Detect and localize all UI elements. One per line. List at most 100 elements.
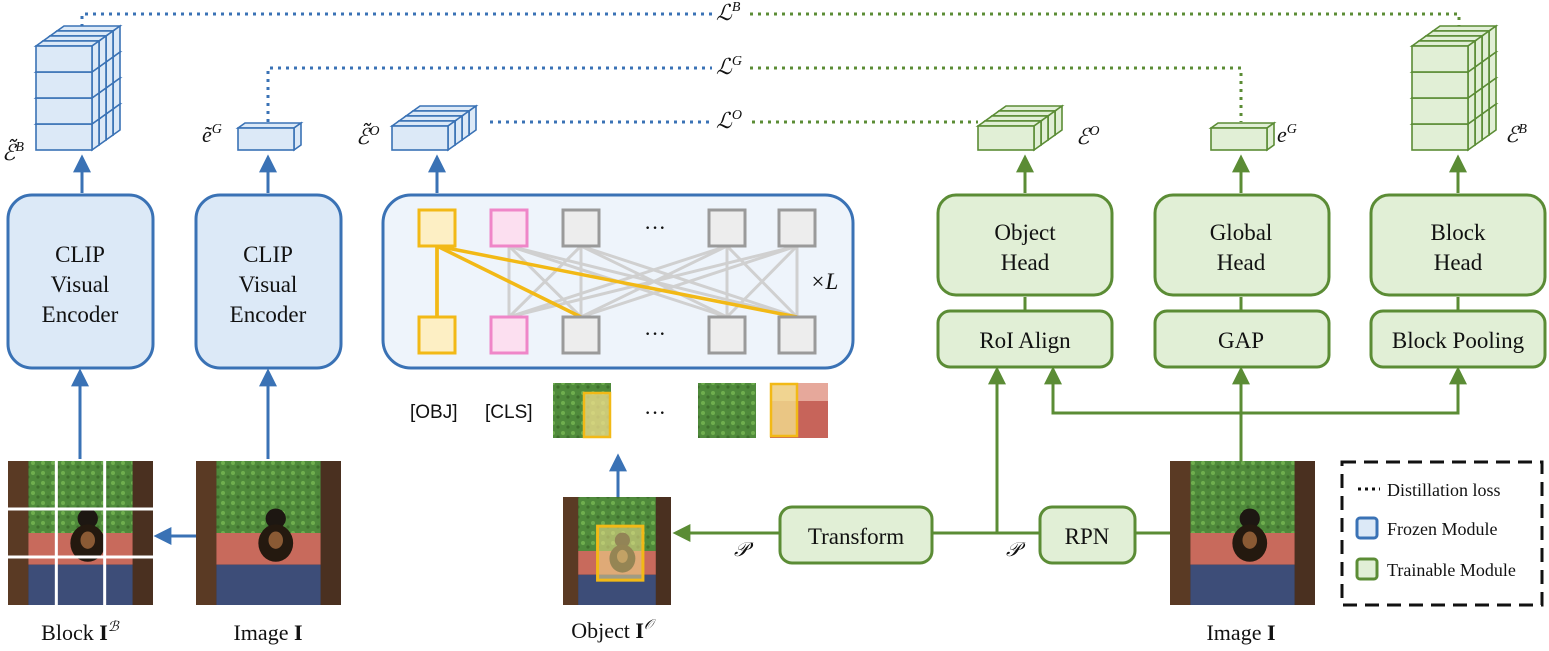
gap-module: GAP bbox=[1153, 309, 1331, 369]
token-box bbox=[489, 208, 529, 248]
roi-align-module: RoI Align bbox=[936, 309, 1114, 369]
legend: Distillation loss Frozen Module Trainabl… bbox=[1340, 460, 1544, 607]
patch-n-minus-1 bbox=[698, 383, 756, 438]
obj-attention-link bbox=[436, 244, 582, 319]
block-head: Block Head bbox=[1369, 193, 1547, 297]
token-box bbox=[417, 208, 457, 248]
clip-object-embedding-stack bbox=[389, 104, 479, 152]
rpn-module: RPN bbox=[1038, 505, 1137, 565]
clip-visual-encoder-block: CLIP Visual Encoder bbox=[6, 193, 155, 370]
det-global-embedding bbox=[1208, 121, 1277, 152]
clip-global-embedding bbox=[235, 121, 304, 152]
clip-block-embedding-stack bbox=[33, 24, 123, 152]
attention-link bbox=[580, 244, 798, 319]
loss-lines bbox=[80, 12, 1461, 124]
clip-visual-encoder-image: CLIP Visual Encoder bbox=[194, 193, 343, 370]
svg-text:Transform: Transform bbox=[808, 524, 904, 549]
svg-text:Global: Global bbox=[1210, 220, 1273, 245]
loss-b-line-frozen bbox=[80, 12, 712, 35]
token-box bbox=[489, 315, 529, 355]
svg-text:Head: Head bbox=[1434, 250, 1483, 275]
svg-text:Visual: Visual bbox=[239, 272, 298, 297]
svg-text:Block Pooling: Block Pooling bbox=[1392, 328, 1525, 353]
clip-object-embedding-label: ℰ̃O bbox=[356, 122, 379, 149]
embedding-cube bbox=[389, 119, 458, 152]
clip-block-embedding-label: ℰ̃B bbox=[2, 138, 24, 165]
token-grid bbox=[417, 208, 817, 355]
svg-text:Head: Head bbox=[1001, 250, 1050, 275]
block-pooling-module: Block Pooling bbox=[1369, 309, 1547, 369]
svg-text:Object: Object bbox=[994, 220, 1056, 245]
embedding-cube bbox=[1409, 65, 1478, 100]
cls-token-label: [CLS] bbox=[485, 402, 533, 423]
token-box bbox=[417, 315, 457, 355]
arrow-feature-to-pooling bbox=[1241, 366, 1467, 415]
patch-1 bbox=[553, 383, 612, 439]
loss-b-label: ℒB bbox=[716, 0, 741, 25]
arrow-feature-to-roi bbox=[1044, 366, 1241, 415]
det-block-embedding-label: ℰB bbox=[1505, 122, 1527, 147]
image-caption-right: Image I bbox=[1206, 620, 1275, 645]
token-box bbox=[777, 208, 817, 248]
image-photo-right bbox=[1170, 461, 1315, 605]
image-photo-left bbox=[196, 461, 341, 605]
det-block-embedding-stack bbox=[1409, 24, 1499, 152]
transform-module: Transform bbox=[778, 505, 934, 565]
embedding-cube bbox=[33, 39, 102, 74]
svg-text:CLIP: CLIP bbox=[55, 242, 105, 267]
legend-label-distillation: Distillation loss bbox=[1387, 480, 1501, 500]
layer-count-label: ×L bbox=[810, 269, 838, 294]
bottom-ellipsis: ··· bbox=[644, 321, 666, 346]
token-box bbox=[561, 315, 601, 355]
svg-text:Visual: Visual bbox=[51, 272, 110, 297]
legend-label-frozen: Frozen Module bbox=[1387, 519, 1497, 539]
token-box bbox=[777, 315, 817, 355]
legend-trainable-swatch bbox=[1355, 557, 1379, 581]
svg-text:RoI Align: RoI Align bbox=[979, 328, 1071, 353]
embedding-cube bbox=[1409, 39, 1478, 74]
det-object-embedding-label: ℰO bbox=[1076, 124, 1099, 149]
embedding-cube bbox=[235, 121, 304, 152]
loss-g-label: ℒG bbox=[716, 54, 742, 79]
attention-links bbox=[435, 244, 799, 319]
loss-b-line-trainable bbox=[750, 12, 1461, 40]
object-image-photo bbox=[563, 497, 671, 605]
loss-g-line-frozen bbox=[266, 66, 712, 122]
object-head: Object Head bbox=[936, 193, 1114, 297]
block-image-caption: Block Iℬ bbox=[41, 620, 120, 645]
token-box bbox=[707, 208, 747, 248]
object-image-caption: Object I𝒪 bbox=[571, 618, 656, 643]
clip-transformer-block: ··· ··· ×L bbox=[381, 193, 855, 370]
svg-text:Head: Head bbox=[1217, 250, 1266, 275]
clip-global-embedding-label: ẽG bbox=[202, 122, 222, 147]
patch-ellipsis: ··· bbox=[644, 400, 666, 425]
top-ellipsis: ··· bbox=[644, 215, 666, 240]
embedding-cube bbox=[975, 119, 1044, 152]
block-image-photo bbox=[8, 461, 153, 605]
token-box bbox=[707, 315, 747, 355]
embedding-cube bbox=[1208, 121, 1277, 152]
token-box bbox=[561, 208, 601, 248]
det-global-embedding-label: eG bbox=[1277, 122, 1297, 147]
attention-link bbox=[507, 244, 583, 319]
loss-o-label: ℒO bbox=[716, 108, 742, 133]
svg-text:RPN: RPN bbox=[1065, 524, 1110, 549]
global-head: Global Head bbox=[1153, 193, 1331, 297]
legend-label-trainable: Trainable Module bbox=[1387, 560, 1516, 580]
image-caption-left: Image I bbox=[233, 620, 302, 645]
svg-text:GAP: GAP bbox=[1218, 328, 1264, 353]
svg-text:CLIP: CLIP bbox=[243, 242, 293, 267]
loss-g-line-trainable bbox=[750, 66, 1243, 122]
patch-n bbox=[769, 382, 828, 438]
proposals-label: 𝒫 bbox=[1006, 539, 1026, 561]
svg-text:Encoder: Encoder bbox=[230, 302, 307, 327]
object-box bbox=[596, 524, 645, 582]
legend-frozen-swatch bbox=[1355, 516, 1379, 540]
svg-text:Encoder: Encoder bbox=[42, 302, 119, 327]
det-object-embedding-stack bbox=[975, 104, 1065, 152]
transformed-proposals-label: 𝒫′ bbox=[734, 539, 754, 561]
obj-attention-link bbox=[436, 244, 798, 319]
obj-token-label: [OBJ] bbox=[410, 402, 458, 423]
